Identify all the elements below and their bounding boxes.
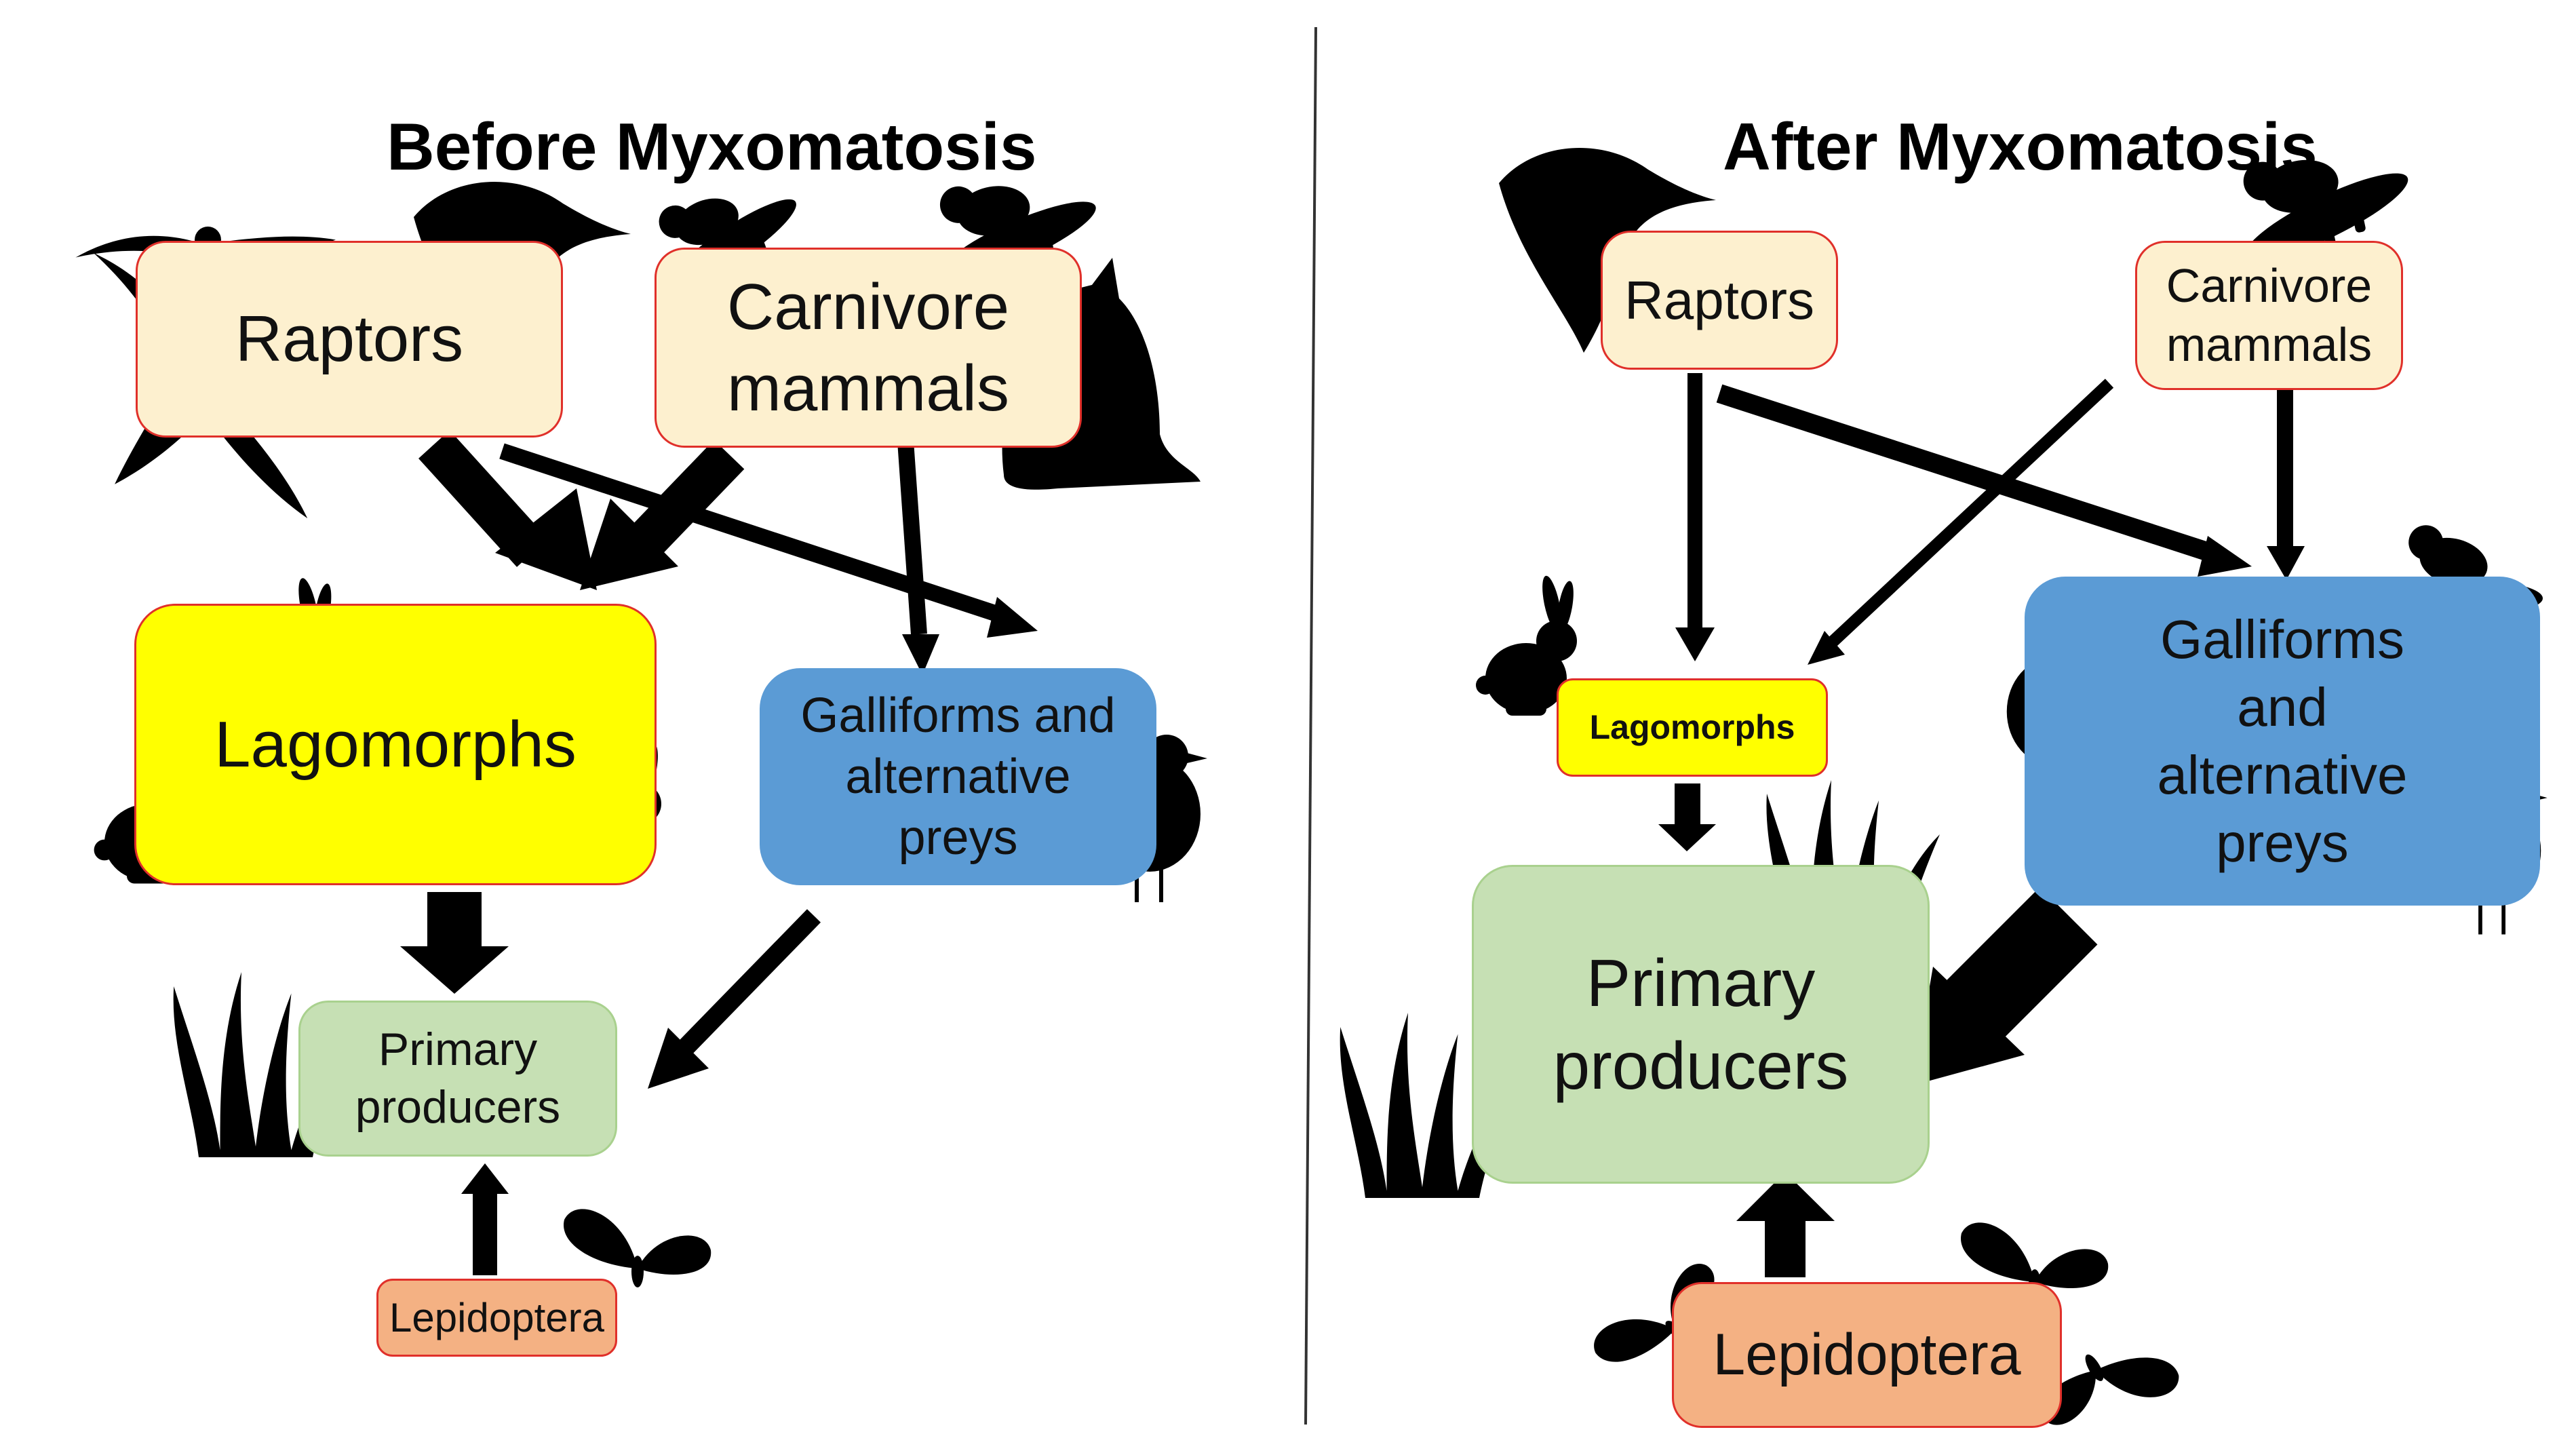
node-before-primary: Primary producers bbox=[298, 1001, 617, 1157]
arrow-after-carnivore-galliforms bbox=[2267, 376, 2305, 580]
node-before-lagomorphs: Lagomorphs bbox=[134, 604, 657, 885]
node-label: Lagomorphs bbox=[214, 708, 577, 781]
arrow-after-raptors-galliforms bbox=[1716, 384, 2252, 577]
node-label: Primary producers bbox=[1553, 945, 1849, 1104]
node-label: Primary producers bbox=[355, 1024, 561, 1133]
node-after-lepidoptera: Lepidoptera bbox=[1672, 1282, 2062, 1428]
node-label: Lagomorphs bbox=[1589, 708, 1795, 747]
node-after-primary: Primary producers bbox=[1472, 865, 1930, 1184]
node-before-lepidoptera: Lepidoptera bbox=[376, 1279, 617, 1357]
node-label: Galliforms and alternative preys bbox=[2157, 608, 2408, 873]
node-label: Carnivore mammals bbox=[2166, 258, 2373, 372]
arrow-before-lepidoptera-primary bbox=[461, 1163, 509, 1275]
title-after: After Myxomatosis bbox=[1723, 109, 2318, 184]
node-label: Raptors bbox=[1624, 269, 1815, 330]
node-label: Lepidoptera bbox=[389, 1295, 604, 1340]
node-after-carnivore: Carnivore mammals bbox=[2135, 241, 2403, 390]
arrow-before-lagomorphs-primary bbox=[400, 892, 509, 994]
arrow-before-raptors-lagomorphs bbox=[418, 430, 597, 590]
node-label: Raptors bbox=[235, 303, 464, 375]
node-after-raptors: Raptors bbox=[1601, 231, 1838, 370]
node-before-carnivore: Carnivore mammals bbox=[655, 248, 1082, 448]
arrow-after-carnivore-lagomorphs bbox=[1808, 379, 2114, 665]
node-label: Lepidoptera bbox=[1713, 1321, 2021, 1387]
node-after-galliforms: Galliforms and alternative preys bbox=[2025, 577, 2540, 906]
arrow-before-galliforms-primary bbox=[648, 909, 821, 1089]
arrow-before-carnivore-galliforms bbox=[897, 440, 939, 675]
arrow-after-raptors-lagomorphs bbox=[1675, 373, 1715, 661]
node-label: Carnivore mammals bbox=[726, 270, 1010, 425]
node-before-galliforms: Galliforms and alternative preys bbox=[760, 668, 1156, 885]
arrow-after-galliforms-primary bbox=[1913, 887, 2098, 1085]
arrow-before-carnivore-lagomorphs bbox=[580, 440, 745, 590]
node-label: Galliforms and alternative preys bbox=[800, 689, 1116, 865]
title-before: Before Myxomatosis bbox=[387, 109, 1037, 184]
butterfly-icon bbox=[564, 1209, 711, 1287]
node-after-lagomorphs: Lagomorphs bbox=[1557, 678, 1828, 777]
node-before-raptors: Raptors bbox=[136, 241, 563, 438]
arrow-after-lagomorphs-primary bbox=[1658, 783, 1716, 851]
panel-divider bbox=[1304, 26, 1317, 1425]
arrow-after-lepidoptera-primary bbox=[1736, 1172, 1835, 1277]
